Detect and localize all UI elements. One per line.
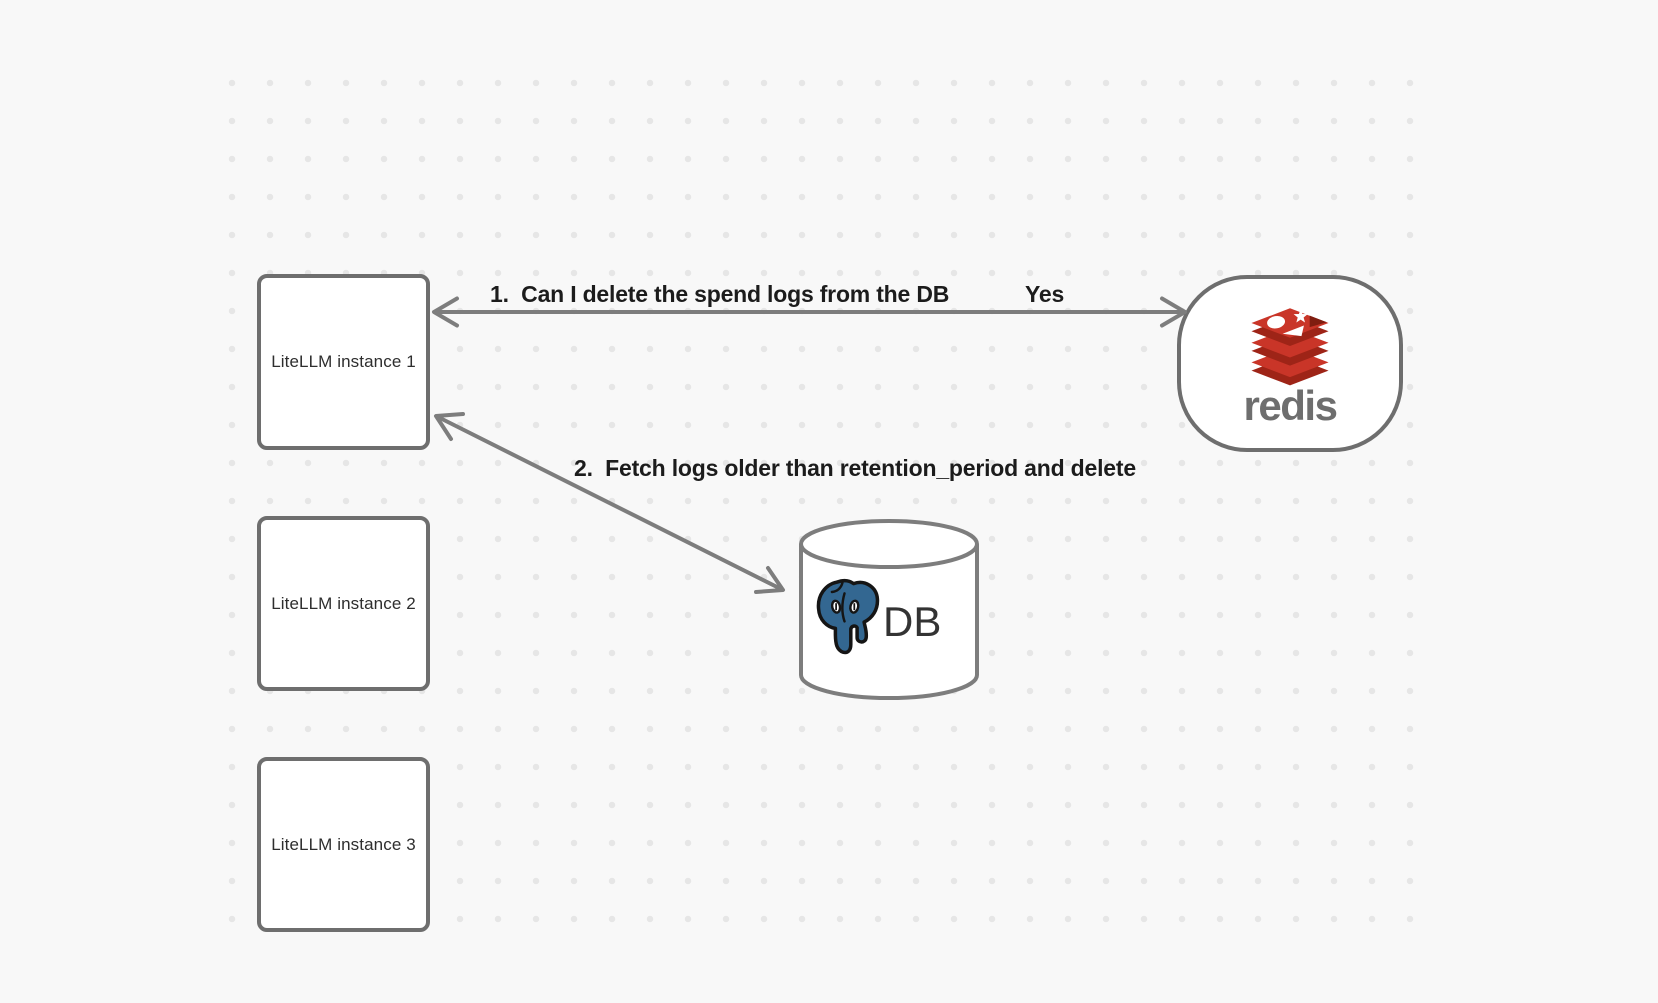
node-litellm-instance-3[interactable]: LiteLLM instance 3 [257, 757, 430, 932]
node-litellm-instance-1[interactable]: LiteLLM instance 1 [257, 274, 430, 450]
postgresql-elephant-icon [816, 578, 880, 655]
node-label: LiteLLM instance 1 [271, 352, 416, 371]
edge1-label[interactable]: 1. Can I delete the spend logs from the … [490, 281, 950, 307]
node-redis[interactable]: redis [1177, 275, 1403, 452]
node-label: LiteLLM instance 2 [271, 593, 416, 613]
db-label: DB [883, 598, 941, 645]
node-label: LiteLLM instance 3 [271, 834, 416, 854]
redis-logo-icon [1251, 307, 1329, 385]
edge1-response-label[interactable]: Yes [1025, 281, 1065, 307]
node-litellm-instance-2[interactable]: LiteLLM instance 2 [257, 516, 430, 691]
redis-wordmark: redis [1243, 381, 1338, 429]
node-db-cylinder[interactable]: DB [793, 512, 985, 708]
edge2-label[interactable]: 2. Fetch logs older than retention_perio… [574, 455, 1136, 481]
